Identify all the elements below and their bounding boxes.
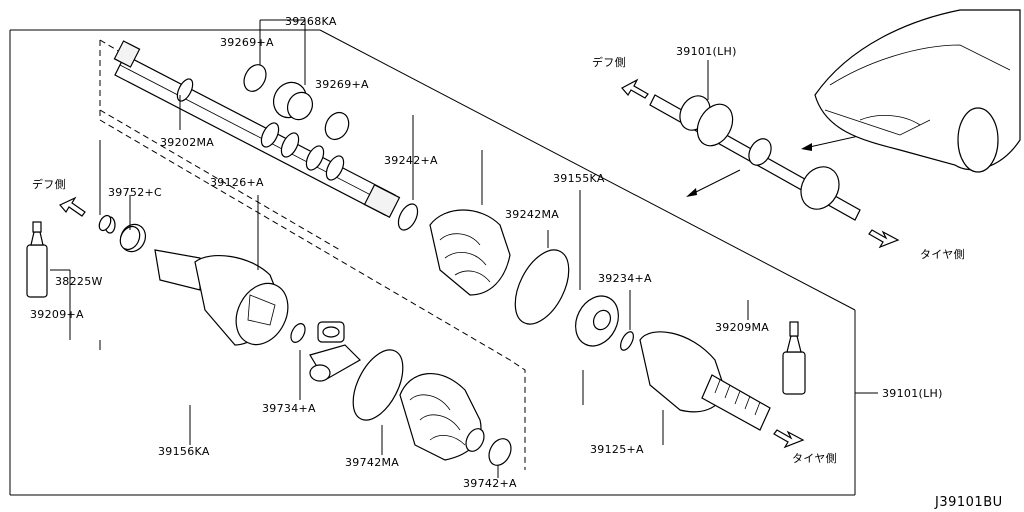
- label-39752C: 39752+C: [108, 186, 162, 199]
- dashed-frames: [99, 39, 526, 470]
- inset-car: [814, 9, 1021, 173]
- label-39155KA: 39155KA: [553, 172, 605, 185]
- grease-tube-39209MA: [782, 321, 806, 395]
- label-39269A-top: 39269+A: [220, 36, 274, 49]
- outer-boot-39242MA: [397, 203, 570, 325]
- diagram-code: J39101BU: [934, 495, 1003, 510]
- label-39101LH-right: 39101(LH): [882, 387, 943, 400]
- label-39202MA: 39202MA: [160, 136, 214, 149]
- label-39209A: 39209+A: [30, 308, 84, 321]
- label-39268KA: 39268KA: [285, 15, 337, 28]
- label-39156KA: 39156KA: [158, 445, 210, 458]
- direction-arrows: [59, 78, 900, 449]
- shaft-39202MA: [113, 40, 401, 218]
- label-39242MA: 39242MA: [505, 208, 559, 221]
- label-39209MA: 39209MA: [715, 321, 769, 334]
- label-tire-side-lower: タイヤ側: [792, 452, 837, 465]
- rings-left: [98, 214, 141, 251]
- damper-39268KA: [243, 64, 350, 141]
- label-39125A: 39125+A: [590, 443, 644, 456]
- frame-lines: [9, 29, 878, 496]
- label-tire-side-upper: タイヤ側: [920, 248, 965, 261]
- label-diff-side-upper: デフ側: [592, 55, 626, 69]
- label-diff-side-left: デフ側: [32, 177, 66, 191]
- label-39234A: 39234+A: [598, 272, 652, 285]
- label-39742MA: 39742MA: [345, 456, 399, 469]
- inner-boot-39742MA: [352, 349, 512, 466]
- label-39734A: 39734+A: [262, 402, 316, 415]
- label-39242A: 39242+A: [384, 154, 438, 167]
- label-39742A: 39742+A: [463, 477, 517, 490]
- part-labels: 39268KA 39269+A 39269+A 39202MA 39752+C …: [30, 15, 1003, 510]
- outer-joint-39125A: [575, 295, 771, 431]
- label-39126A: 39126+A: [210, 176, 264, 189]
- tripod-spider: [309, 321, 361, 382]
- inset-assembly: [649, 94, 931, 221]
- label-39101LH-top: 39101(LH): [676, 45, 737, 58]
- leader-lines: [50, 19, 749, 478]
- grease-tube-39209A: [26, 221, 48, 298]
- label-39269A-right: 39269+A: [315, 78, 369, 91]
- label-38225W: 38225W: [55, 275, 103, 288]
